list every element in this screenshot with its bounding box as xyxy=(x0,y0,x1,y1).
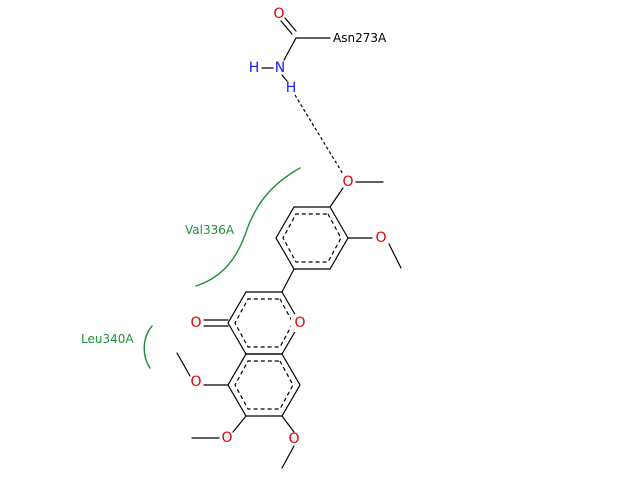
a-ring-aromatic xyxy=(234,360,294,410)
leu340-contact-arc xyxy=(143,325,153,369)
hydrogen-bond xyxy=(294,94,344,175)
bond-b4-o xyxy=(329,187,344,208)
residue-leu340a-label: Leu340A xyxy=(81,332,134,346)
bond-amide-c-o-2 xyxy=(284,17,297,32)
bond-amide-c-n xyxy=(283,37,297,61)
methoxy-5-oxygen-label: O xyxy=(190,374,201,390)
methoxy-4p-oxygen-label: O xyxy=(342,174,353,190)
c-ring-aromatic xyxy=(234,298,294,348)
methoxy-3p-oxygen-label: O xyxy=(375,230,386,246)
bond-o-ch3-7 xyxy=(281,445,295,469)
residue-asn273a-label: Asn273A xyxy=(333,31,387,45)
val336-contact-arc xyxy=(195,167,301,287)
bond-o-ch3-5 xyxy=(176,352,191,377)
methoxy-6-oxygen-label: O xyxy=(221,430,232,446)
ring-oxygen-label: O xyxy=(294,315,305,331)
residue-val336a-label: Val336A xyxy=(185,223,235,237)
b-ring-aromatic xyxy=(282,213,342,263)
a-ring xyxy=(227,353,301,417)
hydrogen-left-label: H xyxy=(249,60,260,76)
hydrogen-down-label: H xyxy=(286,80,297,96)
bond-a7-o xyxy=(281,415,295,433)
carbonyl-oxygen-label: O xyxy=(190,315,201,331)
amide-nitrogen-label: N xyxy=(275,60,285,76)
c-ring xyxy=(227,291,301,355)
bond-amide-c-o-1 xyxy=(280,20,293,35)
b-ring xyxy=(275,206,349,270)
bond-b-ring-c2 xyxy=(281,268,295,293)
methoxy-7-oxygen-label: O xyxy=(288,431,299,447)
bond-o-ch3-3p xyxy=(388,243,402,269)
bond-n-h-down xyxy=(281,74,288,82)
amide-oxygen-label: O xyxy=(273,6,284,22)
bond-a6-o xyxy=(232,415,247,433)
